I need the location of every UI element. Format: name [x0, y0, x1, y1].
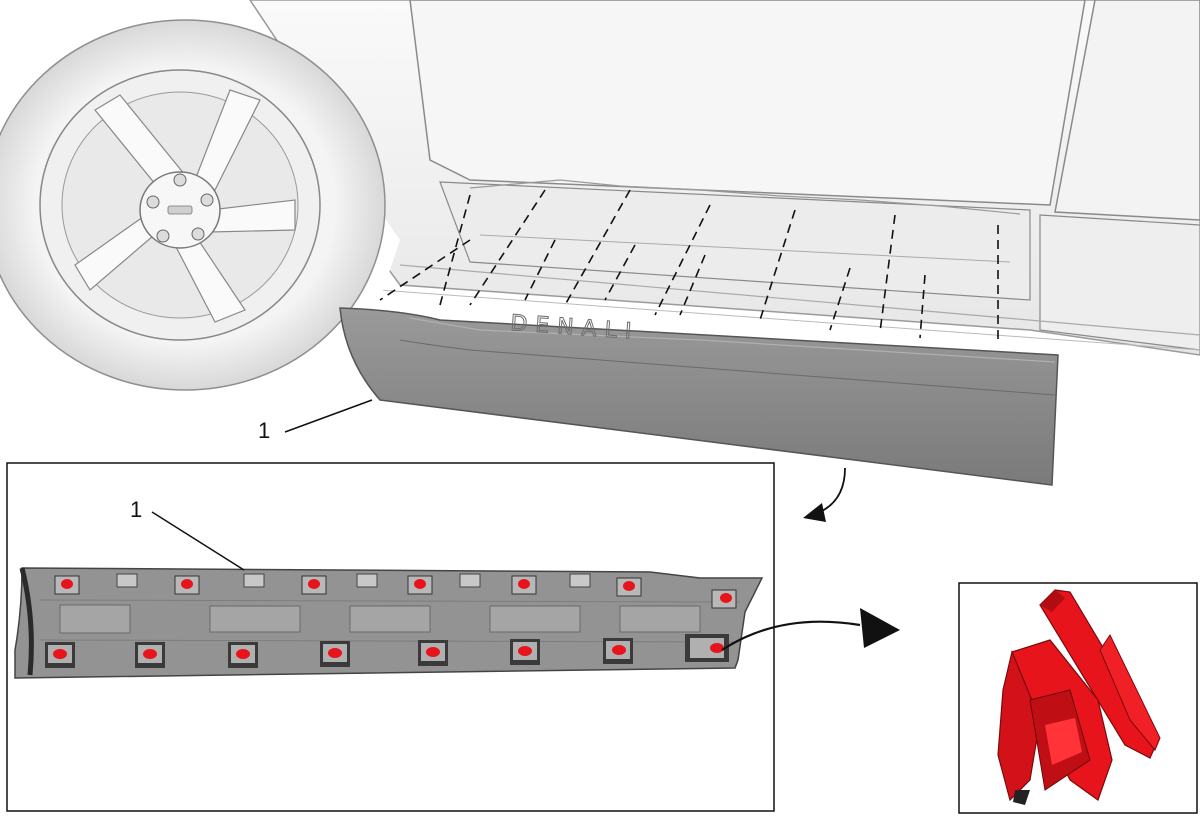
retainer-clip-top: [711, 589, 737, 609]
callout-main: 1: [258, 399, 373, 443]
detail-box-molding-back: 1: [6, 462, 775, 812]
clip-slot: [356, 573, 378, 588]
retainer-clip-bottom: [685, 634, 729, 662]
callout-main-label: 1: [258, 418, 270, 443]
retainer-clip-top: [407, 575, 433, 595]
retainer-clip-bottom: [418, 640, 448, 666]
clip-slot: [459, 573, 481, 588]
retainer-clip-bottom: [45, 642, 75, 668]
clip-detail-arrow: [721, 608, 900, 651]
retainer-clip-bottom: [510, 639, 540, 665]
retainer-clip-bottom: [135, 642, 165, 668]
retainer-clip-bottom: [320, 641, 350, 667]
retainer-clip-top: [174, 575, 200, 595]
retainer-clip-closeup: [958, 582, 1198, 814]
front-door: [409, 0, 1086, 206]
transition-arrow: [803, 467, 846, 522]
callout-detail: 1: [130, 497, 245, 571]
rocker-sill: [439, 181, 1031, 301]
retainer-clip-top: [511, 575, 537, 595]
callout-detail-label: 1: [130, 497, 142, 522]
vehicle-body: [0, 0, 1200, 360]
alignment-leader-lines: [379, 189, 999, 345]
clip-slot: [243, 573, 265, 588]
retainer-clip-bottom: [228, 642, 258, 668]
retainer-clip-top: [301, 575, 327, 595]
retainer-clip-top: [54, 575, 80, 595]
clip-slot: [569, 573, 591, 588]
rocker-molding: DENALI: [339, 307, 1059, 486]
retainer-clip-bottom: [603, 638, 633, 664]
retainer-clip-icon: [997, 589, 1161, 805]
retainer-clip-top: [616, 577, 642, 597]
rear-door: [1054, 0, 1200, 221]
wheel: [0, 0, 400, 391]
clip-slot: [116, 573, 138, 588]
